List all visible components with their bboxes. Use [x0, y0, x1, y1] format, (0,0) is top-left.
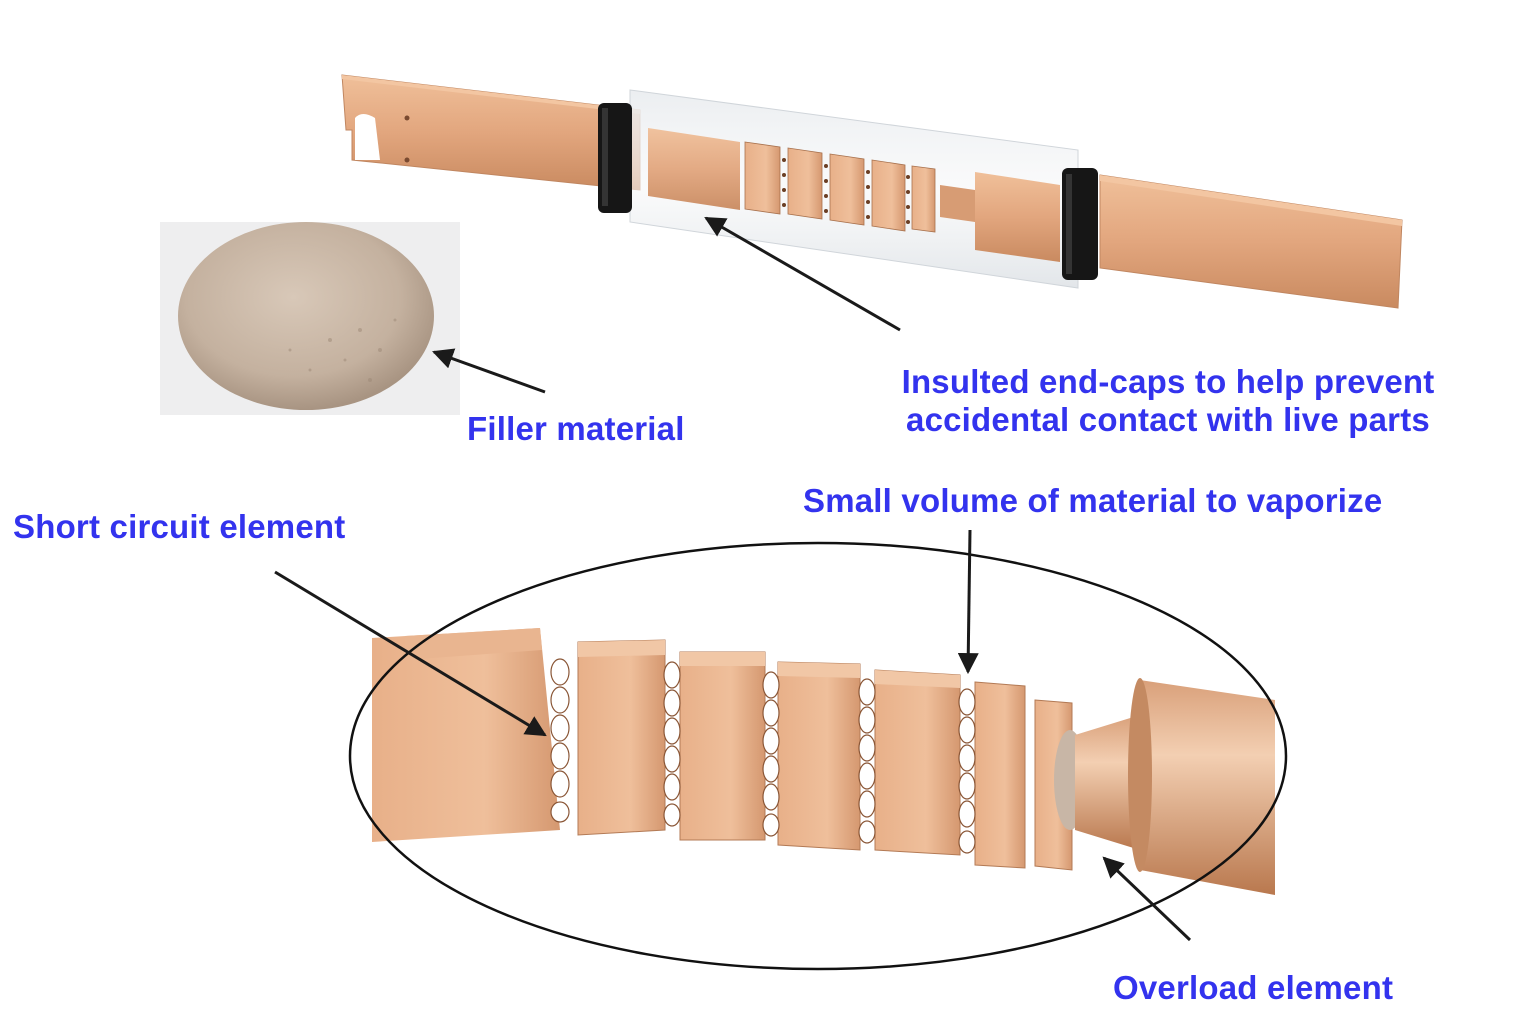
notch-column-1 — [550, 658, 570, 823]
closeup-oval-outline — [348, 541, 1288, 971]
label-insulated-end-caps: Insulted end-caps to help prevent accide… — [872, 363, 1464, 439]
notch-column-4 — [858, 678, 876, 844]
detail-closeup — [348, 541, 1288, 971]
notch-column-3 — [762, 671, 780, 837]
label-filler-material: Filler material — [467, 410, 685, 447]
label-overload-element: Overload element — [1113, 969, 1394, 1006]
filler-sample — [160, 222, 460, 415]
arrow-small-volume — [957, 529, 979, 675]
fuse-overview — [341, 74, 1403, 309]
internal-fuse-element — [648, 128, 1060, 262]
label-small-volume: Small volume of material to vaporize — [803, 482, 1383, 519]
annotation-arrows — [274, 216, 1192, 942]
arrow-overload — [1102, 856, 1192, 942]
overload-cylinder — [1054, 678, 1275, 895]
label-insulated-end-caps-line2: accidental contact with live parts — [906, 401, 1430, 438]
right-blade — [1099, 174, 1403, 309]
arrow-end-caps — [704, 216, 901, 332]
arrow-filler — [432, 348, 546, 394]
label-short-circuit-element: Short circuit element — [13, 508, 346, 545]
notch-column-5 — [958, 688, 976, 854]
left-blade — [341, 74, 641, 191]
notch-column-2 — [663, 661, 681, 827]
label-insulated-end-caps-line1: Insulted end-caps to help prevent — [901, 363, 1435, 400]
arrow-short-circuit — [274, 570, 547, 737]
